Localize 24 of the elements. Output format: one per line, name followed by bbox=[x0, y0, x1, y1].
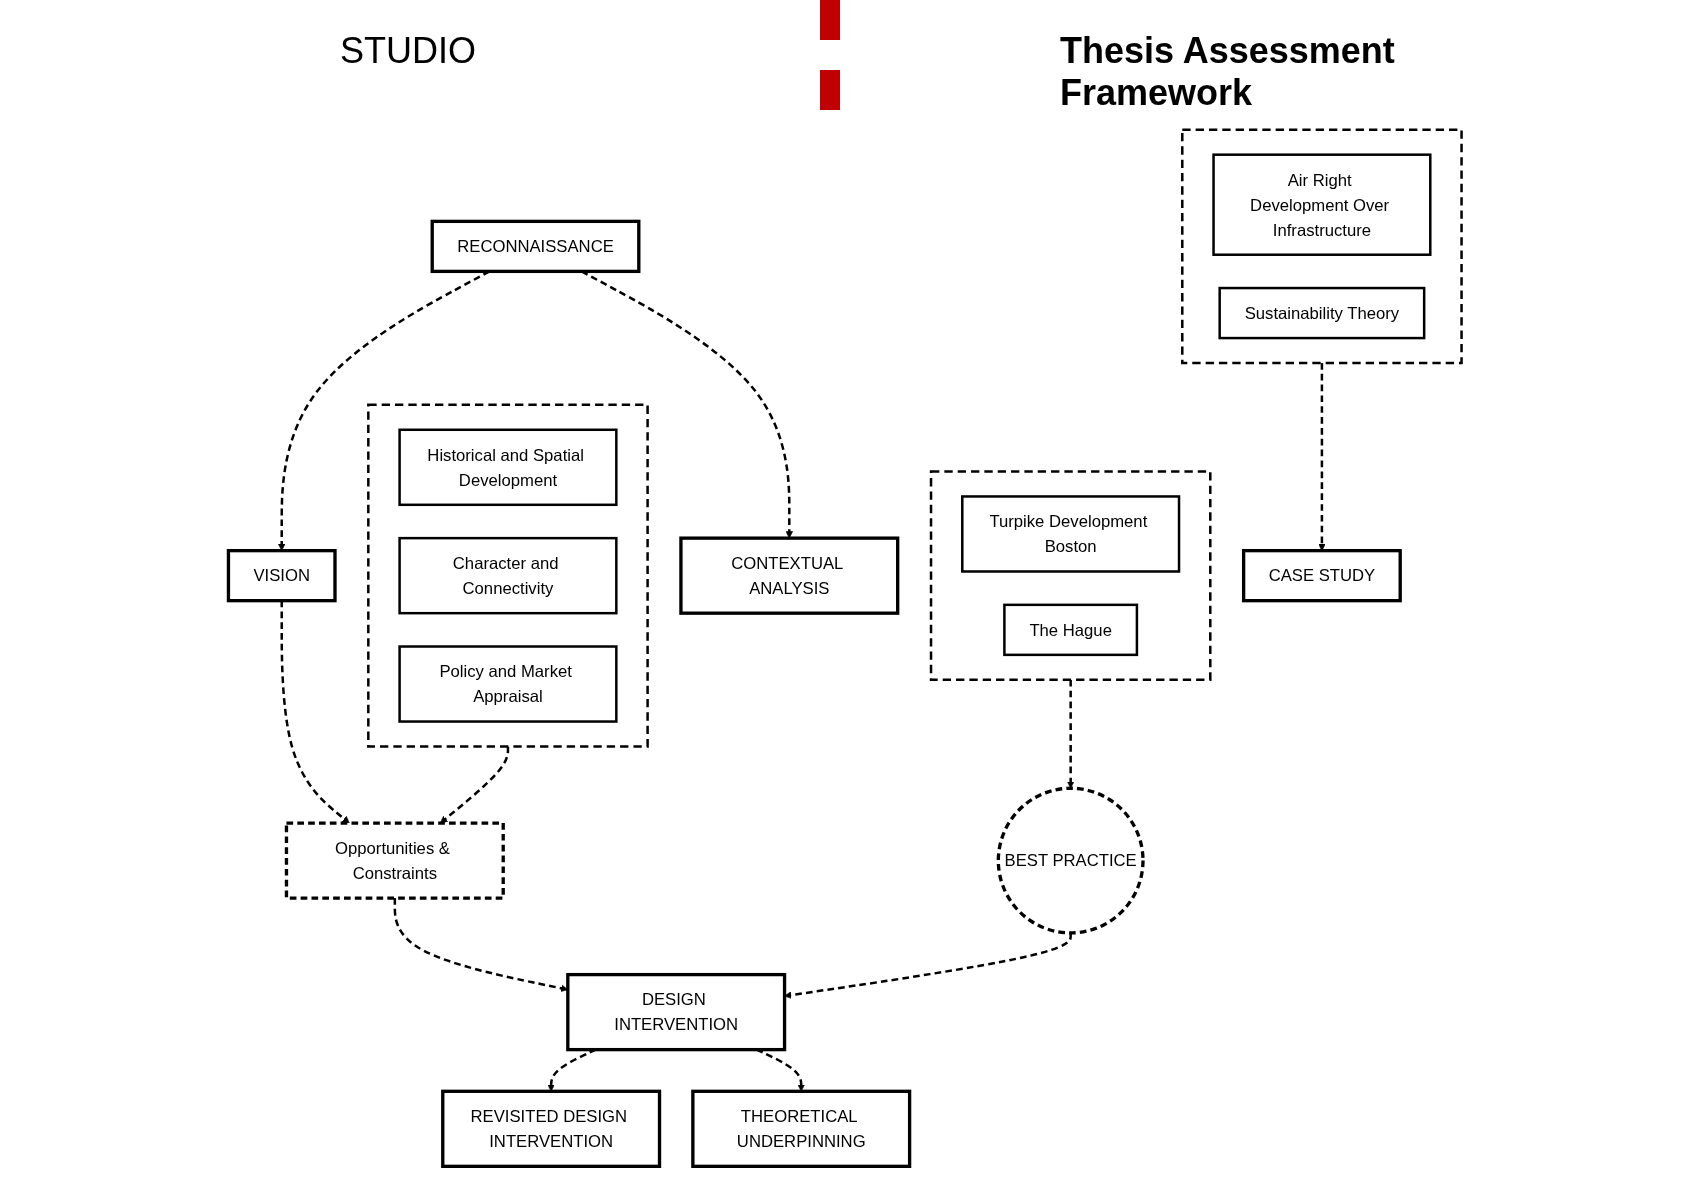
node-box: Air Right Development Over Infrastructure bbox=[1212, 152, 1432, 256]
node-circle: BEST PRACTICE bbox=[996, 786, 1145, 935]
arrow bbox=[280, 600, 350, 823]
arrow bbox=[1318, 362, 1326, 551]
section-heading: STUDIO bbox=[340, 30, 476, 72]
section-heading: Thesis Assessment Framework bbox=[1060, 30, 1396, 114]
node-box: Turpike Development Boston bbox=[961, 494, 1181, 573]
node-box: THEORETICAL UNDERPINNING bbox=[691, 1089, 912, 1168]
node-box: Policy and Market Appraisal bbox=[398, 644, 618, 723]
node-box: VISION bbox=[226, 548, 337, 602]
node-box: REVISITED DESIGN INTERVENTION bbox=[441, 1089, 662, 1168]
arrow bbox=[440, 746, 510, 823]
node-box: RECONNAISSANCE bbox=[430, 219, 641, 273]
node-box: Character and Connectivity bbox=[398, 536, 618, 614]
cluster bbox=[929, 469, 1212, 681]
cluster bbox=[1181, 127, 1463, 364]
node-box: DESIGN INTERVENTION bbox=[566, 972, 787, 1051]
node-box: Opportunities & Constraints bbox=[284, 820, 505, 900]
node-box: CASE STUDY bbox=[1241, 548, 1402, 602]
node-box: Historical and Spatial Development bbox=[398, 428, 618, 506]
node-box: CONTEXTUAL ANALYSIS bbox=[679, 535, 900, 615]
node-box: Sustainability Theory bbox=[1218, 286, 1426, 339]
node-box: The Hague bbox=[1003, 603, 1139, 656]
cluster bbox=[367, 403, 649, 748]
